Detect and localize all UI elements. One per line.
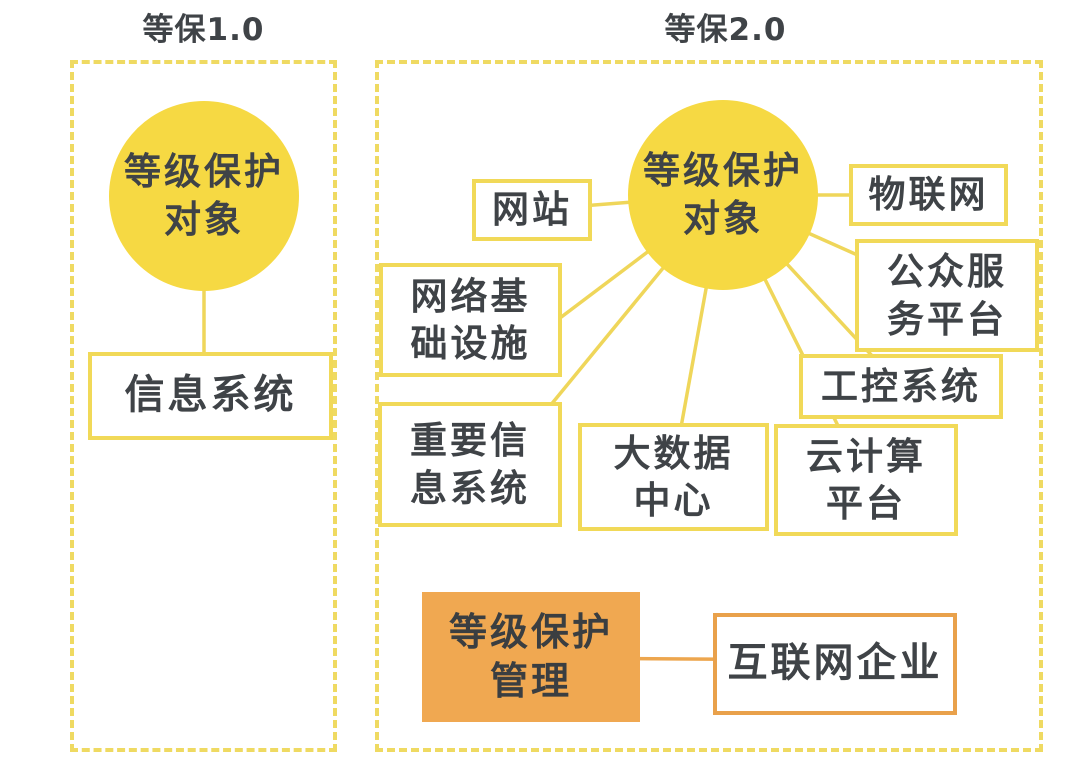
node-label: 物联网 <box>868 173 989 217</box>
circle-label-line: 等级保护 <box>643 148 803 192</box>
node-label-line: 大数据 <box>613 431 734 475</box>
node-label-line: 平台 <box>826 482 906 525</box>
node-network-infrastructure: 网络基 础设施 <box>379 263 562 377</box>
node-label-line: 务平台 <box>887 297 1007 341</box>
circle-label-line: 对象 <box>164 198 244 241</box>
node-public-service-platform: 公众服 务平台 <box>855 239 1039 352</box>
node-industrial-control-system: 工控系统 <box>799 354 1003 419</box>
node-label-line: 中心 <box>633 479 714 522</box>
node-big-data-center: 大数据 中心 <box>578 423 769 531</box>
node-label: 工控系统 <box>821 364 981 408</box>
node-label-line: 础设施 <box>410 322 531 365</box>
left-panel-title: 等保1.0 <box>142 12 265 48</box>
node-internet-enterprise: 互联网企业 <box>713 613 957 715</box>
node-protection-management: 等级保护 管理 <box>422 592 640 722</box>
node-label: 信息系统 <box>124 372 297 419</box>
node-label: 互联网企业 <box>727 640 943 687</box>
right-panel-title: 等保2.0 <box>664 12 787 48</box>
node-label: 网站 <box>492 188 572 232</box>
node-information-system: 信息系统 <box>88 352 333 440</box>
circle-label-line: 对象 <box>683 197 763 240</box>
node-cloud-computing-platform: 云计算 平台 <box>774 424 958 536</box>
node-label-line: 公众服 <box>887 250 1007 294</box>
circle-label-line: 等级保护 <box>124 149 284 193</box>
left-protection-object-circle: 等级保护 对象 <box>109 101 299 291</box>
left-panel-border <box>70 60 337 752</box>
node-label-line: 管理 <box>489 659 572 703</box>
node-label-line: 重要信 <box>410 419 530 463</box>
right-protection-object-circle: 等级保护 对象 <box>628 100 818 290</box>
node-important-information-system: 重要信 息系统 <box>378 402 562 527</box>
node-label-line: 网络基 <box>410 274 531 318</box>
node-website: 网站 <box>472 179 592 241</box>
node-label-line: 云计算 <box>806 434 926 478</box>
right-panel-border <box>375 60 1043 752</box>
node-internet-of-things: 物联网 <box>849 164 1008 226</box>
node-label-line: 等级保护 <box>448 610 613 655</box>
node-label-line: 息系统 <box>410 466 530 510</box>
